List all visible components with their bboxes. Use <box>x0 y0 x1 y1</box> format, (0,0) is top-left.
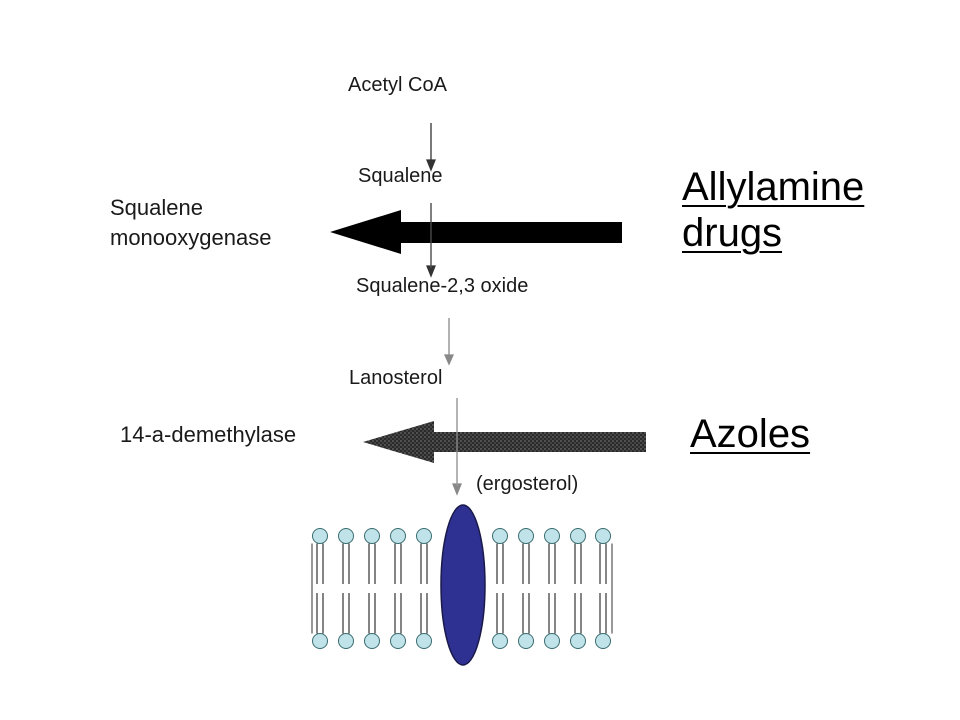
phospholipid <box>595 528 611 649</box>
pathway-arrow-1 <box>426 123 436 172</box>
enzyme-squalene-monooxygenase: Squalene monooxygenase <box>110 193 271 253</box>
step-ergosterol: (ergosterol) <box>476 473 579 495</box>
step-squalene: Squalene <box>358 165 443 187</box>
pathway-arrow-3 <box>443 318 455 366</box>
phospholipid <box>570 528 586 649</box>
drug-label-line-2: drugs <box>682 211 783 255</box>
enzyme-label-line-2: monooxygenase <box>110 225 272 250</box>
phospholipid <box>364 528 380 649</box>
allylamine-inhibition-arrow <box>330 210 622 254</box>
drug-label-line-1: Allylamine <box>682 165 865 209</box>
phospholipid <box>416 528 432 649</box>
drug-azoles: Azoles <box>690 412 811 456</box>
step-lanosterol: Lanosterol <box>349 367 443 389</box>
phospholipid <box>390 528 406 649</box>
enzyme-label-line-1: Squalene <box>110 195 203 220</box>
phospholipid <box>312 528 328 649</box>
membrane-protein-icon <box>440 504 486 666</box>
phospholipid <box>518 528 534 649</box>
drug-allylamine: Allylamine drugs <box>682 164 864 256</box>
step-acetyl-coa: Acetyl CoA <box>348 74 447 96</box>
phospholipid <box>544 528 560 649</box>
phospholipid <box>492 528 508 649</box>
phospholipid <box>338 528 354 649</box>
step-squalene-oxide: Squalene-2,3 oxide <box>356 275 529 297</box>
enzyme-demethylase: 14-a-demethylase <box>120 422 297 447</box>
lipid-bilayer-icon <box>311 528 613 649</box>
azole-inhibition-arrow <box>363 421 646 463</box>
